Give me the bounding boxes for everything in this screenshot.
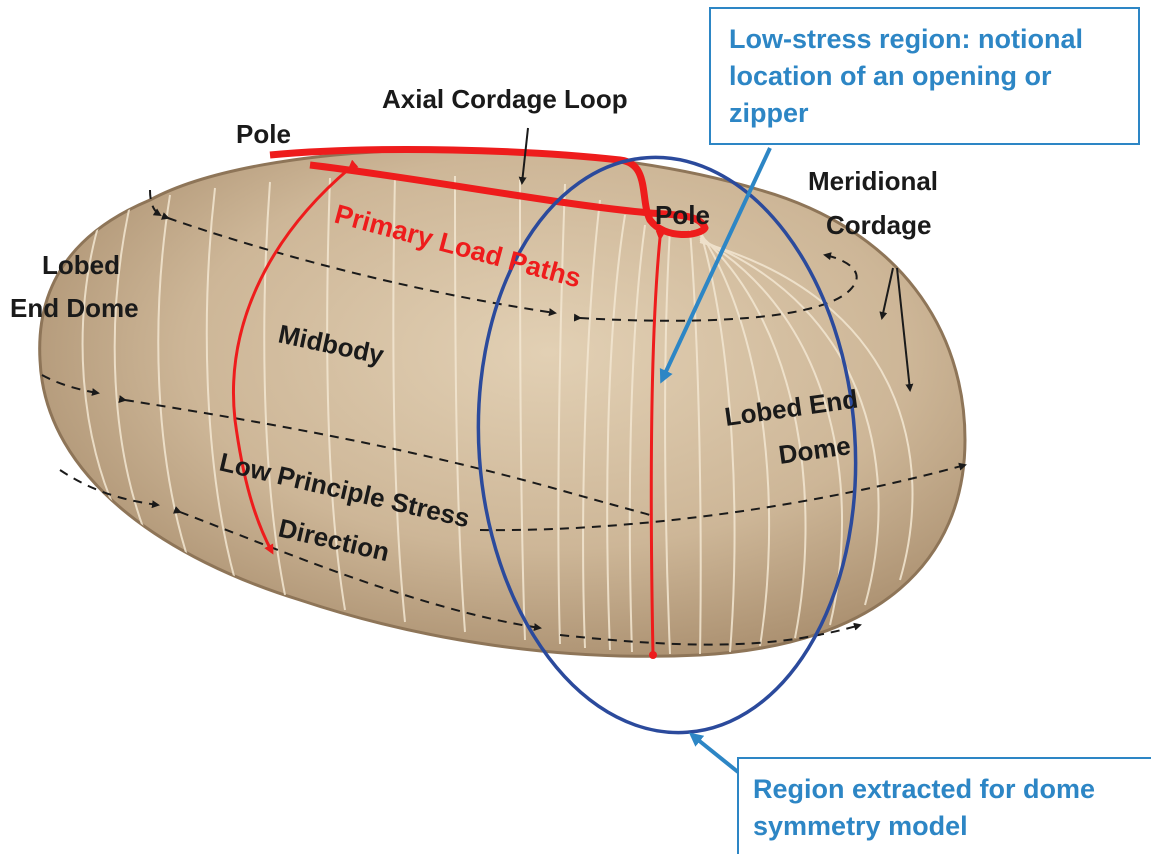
callout-extracted-region: Region extracted for dome symmetry model xyxy=(737,757,1151,854)
label-lobed-left: Lobed xyxy=(42,250,120,280)
label-pole-left: Pole xyxy=(236,119,291,149)
callout-opening-line-2: location of an opening or xyxy=(729,58,1138,95)
callout-region-line-1: Region extracted for dome xyxy=(753,771,1151,808)
region-pointer-arrow xyxy=(692,735,738,772)
label-cordage: Cordage xyxy=(826,210,931,240)
callout-region-line-2: symmetry model xyxy=(753,808,1151,845)
callout-opening-location: Low-stress region: notional location of … xyxy=(709,7,1140,145)
callout-opening-line-3: zipper xyxy=(729,95,1138,132)
label-end-dome-left: End Dome xyxy=(10,293,139,323)
load-path-end-dot xyxy=(649,651,657,659)
label-meridional: Meridional xyxy=(808,166,938,196)
label-axial-cordage-loop: Axial Cordage Loop xyxy=(382,84,628,114)
callout-opening-line-1: Low-stress region: notional xyxy=(729,21,1138,58)
label-pole-right: Pole xyxy=(655,200,710,230)
